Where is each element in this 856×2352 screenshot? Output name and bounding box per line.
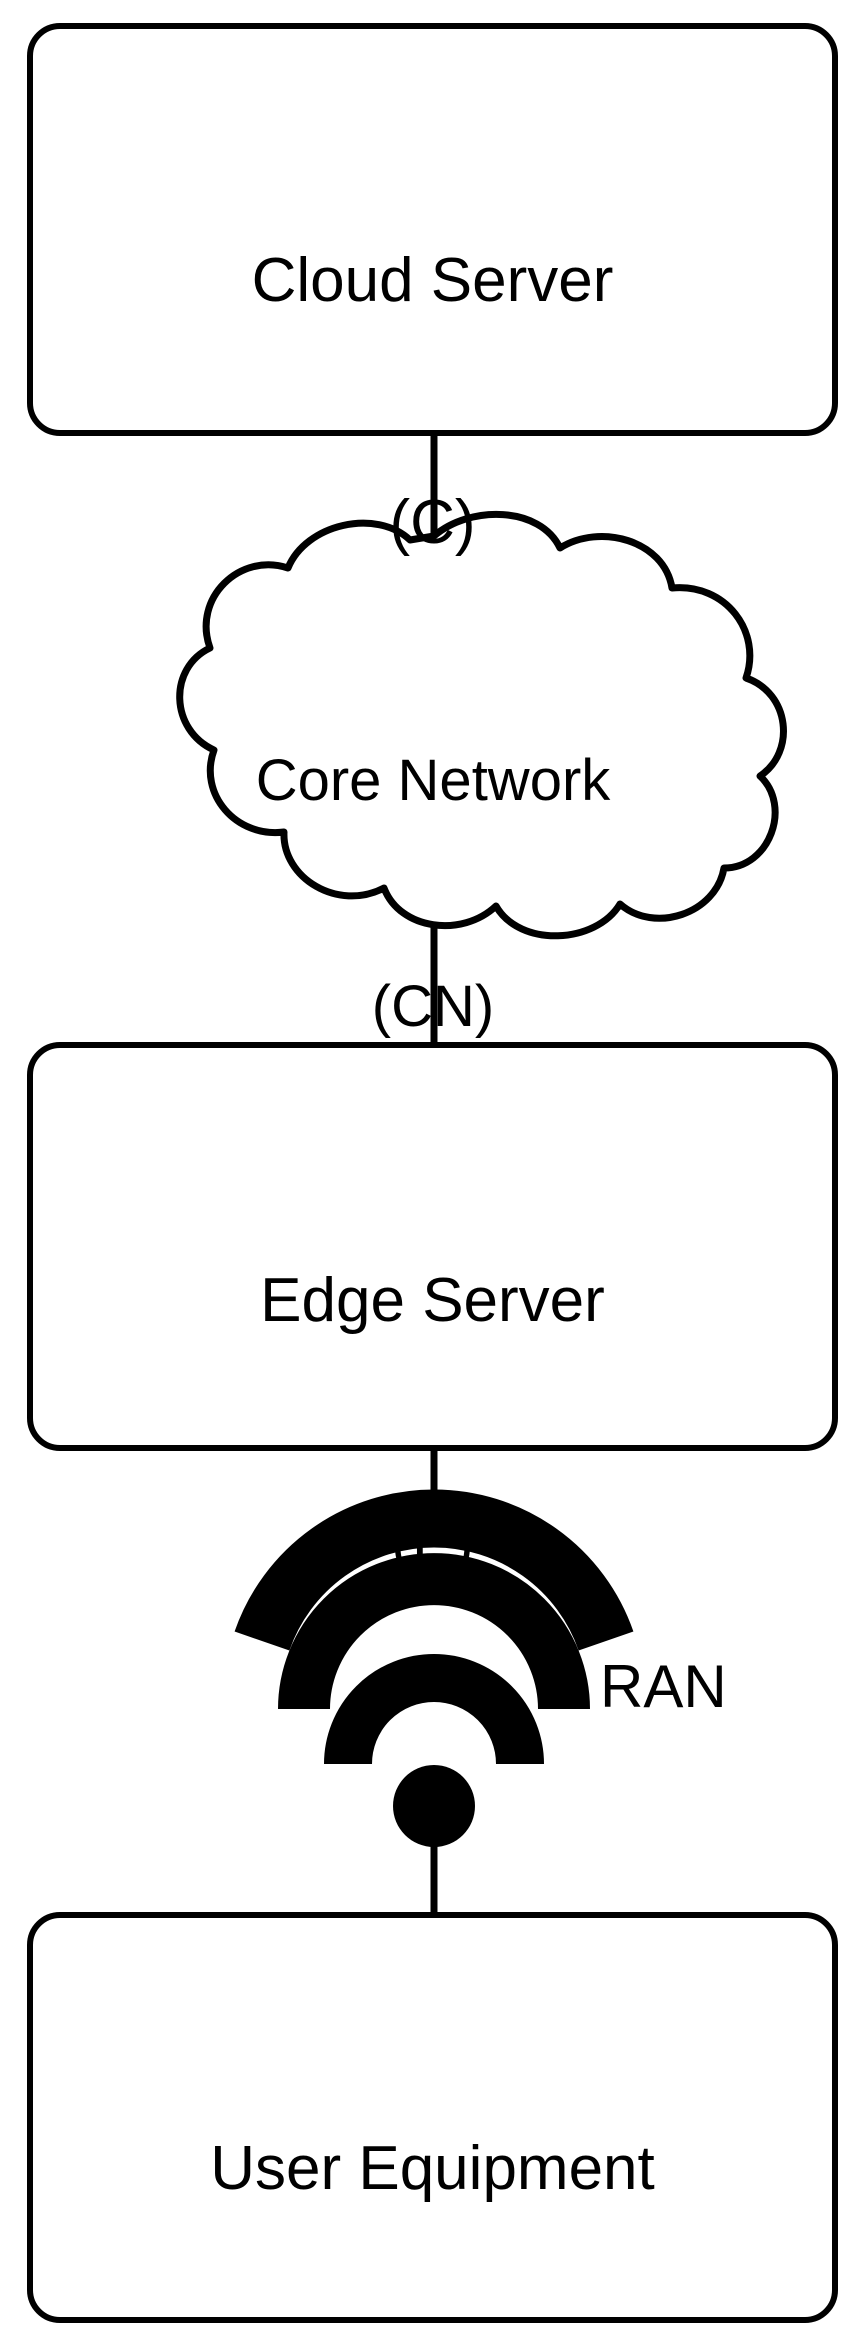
wireless-signal-icon[interactable] (234, 1489, 634, 1847)
node-edge-server-box[interactable] (27, 1042, 838, 1451)
node-user-equipment-box[interactable] (27, 1912, 838, 2323)
wireless-source-dot (393, 1765, 475, 1847)
wireless-arc-inner (324, 1654, 544, 1765)
node-cloud-server-box[interactable] (27, 23, 838, 436)
node-core-network-cloud[interactable] (176, 510, 787, 940)
wireless-arc-outer (234, 1489, 634, 1651)
wireless-arc-middle (278, 1553, 590, 1710)
